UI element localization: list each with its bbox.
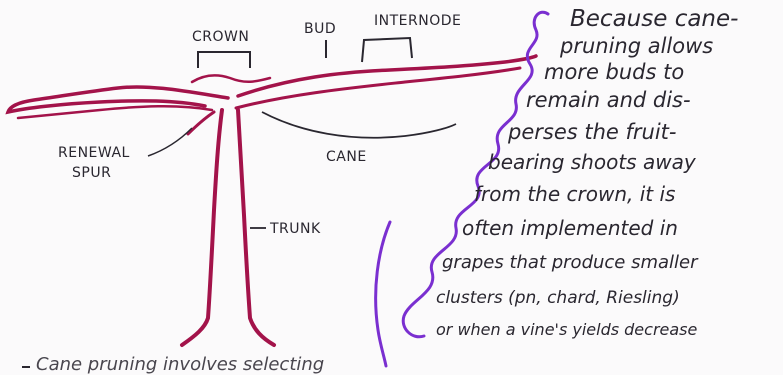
note-line-4: remain and dis- [526,90,691,111]
note-line-8: often implemented in [462,218,678,238]
renewal-spur-label-line1: RENEWAL [58,146,130,160]
bud-label: BUD [304,22,336,36]
renewal-spur-label-line2: SPUR [72,166,111,180]
note-line-2: pruning allows [560,36,713,57]
vine-crown-top [192,75,270,82]
note-line-9: grapes that produce smaller [442,254,698,272]
crown-label: CROWN [192,30,249,44]
note-line-3: more buds to [544,62,684,83]
note-bracket-tail [376,222,390,366]
cane-arc [262,112,456,138]
trunk-label: TRUNK [270,222,321,236]
crown-bracket [198,52,250,68]
note-line-1: Because cane- [570,8,738,31]
cane-label: CANE [326,150,367,164]
vine-trunk-left [182,110,222,345]
vine-cane [238,56,536,96]
bottom-text: Cane pruning involves selecting [36,356,324,374]
internode-label: INTERNODE [374,14,461,28]
bullet-dash [22,366,30,368]
vine-left-arm-lower [18,106,212,118]
note-line-11: or when a vine's yields decrease [436,322,697,338]
internode-bracket [362,38,412,62]
note-line-5: perses the fruit- [508,122,676,143]
renewal-spur-shoot [188,112,214,134]
note-line-6: bearing shoots away [488,152,696,172]
renewal-spur-pointer [148,128,192,156]
note-line-7: from the crown, it is [474,184,675,204]
note-line-10: clusters (pn, chard, Riesling) [436,290,680,307]
vine-cane-lower [236,68,520,108]
